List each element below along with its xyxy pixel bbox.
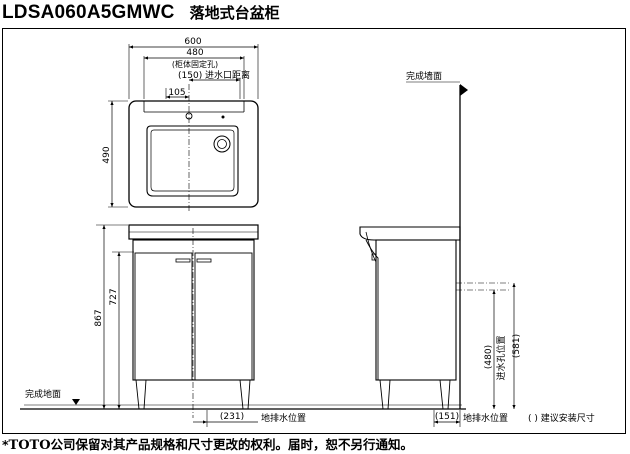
side-drain-distance: (151) (435, 412, 459, 422)
handle-left (175, 258, 191, 263)
side-view: 完成墙面 (480) 进水孔位置 (581) (151) 地排水位置 ( ) 建… (359, 70, 595, 427)
footnote-asterisk: * (2, 437, 9, 452)
fixing-hole-note: (柜体固定孔) (172, 59, 218, 69)
brand-name: TOTO (8, 438, 51, 453)
suggested-size-note: ( ) 建议安装尺寸 (528, 412, 595, 424)
model-number: LDSA060A5GMWC (2, 2, 175, 23)
front-drain-distance: (231) (220, 412, 244, 422)
cabinet-body (132, 239, 255, 381)
disclaimer: *TOTO公司保留对其产品规格和尺寸更改的权利。届时，恕不另行通知。 (2, 437, 413, 453)
door-right (194, 252, 253, 381)
inlet-label: 进水孔位置 (495, 335, 507, 380)
dim-105: 105 (168, 88, 185, 98)
dim-490: 490 (102, 146, 112, 163)
door-left (134, 252, 193, 381)
side-drain-label: 地排水位置 (463, 412, 508, 424)
overflow-dot (221, 115, 225, 119)
side-basin-curve (365, 239, 379, 380)
front-view: 867 727 完成地面 (231) 地排水位置 (20, 224, 466, 427)
disclaimer-text: 公司保留对其产品规格和尺寸更改的权利。届时，恕不另行通知。 (50, 437, 414, 452)
leg-left (135, 379, 147, 410)
floor-label: 完成地面 (25, 388, 61, 400)
product-name: 落地式台盆柜 (189, 4, 280, 22)
wall-marker-icon (460, 84, 468, 96)
dim-600: 600 (184, 37, 201, 47)
dim-867: 867 (94, 309, 104, 326)
leg-right (239, 379, 251, 410)
inlet-height-b: (581) (512, 334, 522, 358)
countertop-outline (128, 100, 259, 208)
front-drain-label: 地排水位置 (261, 412, 306, 424)
basin-drain (213, 135, 231, 153)
inlet-height-a: (480) (484, 345, 494, 369)
top-view: 600 480 (柜体固定孔) (150) 进水口距离 105 490 (102, 37, 259, 212)
side-leg-back (439, 379, 451, 410)
floor-marker-icon (72, 399, 80, 405)
dim-727: 727 (109, 288, 119, 305)
dim-480: 480 (186, 48, 203, 58)
side-cabinet (375, 239, 457, 381)
wall-label: 完成墙面 (406, 70, 442, 82)
handle-right (196, 258, 212, 263)
side-countertop (359, 226, 461, 241)
side-leg-front (379, 379, 391, 410)
basin-outline (146, 125, 239, 197)
drawing-frame (2, 28, 626, 434)
inlet-distance-label: (150) 进水口距离 (178, 69, 250, 81)
page-title: LDSA060A5GMWC 落地式台盆柜 (2, 0, 280, 26)
